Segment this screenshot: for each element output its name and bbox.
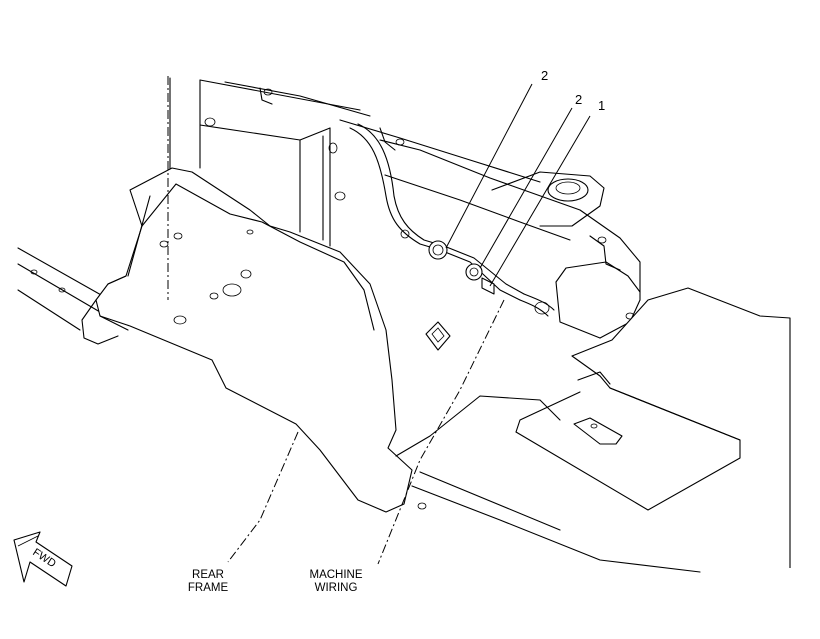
right-housing — [379, 138, 641, 339]
deck-plate — [395, 287, 791, 573]
wiring-harness — [349, 123, 555, 317]
rear-frame-label-line1: REAR — [192, 569, 224, 581]
machine-wiring-label-line2: WIRING — [315, 582, 358, 594]
callout-1: 1 — [598, 98, 605, 113]
fwd-arrow-icon: FWD — [13, 531, 73, 587]
callout-leaders — [445, 83, 591, 287]
left-rail — [17, 247, 111, 331]
callout-2a: 2 — [541, 68, 548, 83]
upper-frame — [169, 77, 541, 247]
rear-frame-label-line2: FRAME — [188, 582, 229, 594]
phantom-lines — [167, 76, 505, 565]
main-plate — [81, 167, 451, 513]
machine-wiring-label-line1: MACHINE — [309, 569, 362, 581]
callout-2b: 2 — [575, 92, 582, 107]
